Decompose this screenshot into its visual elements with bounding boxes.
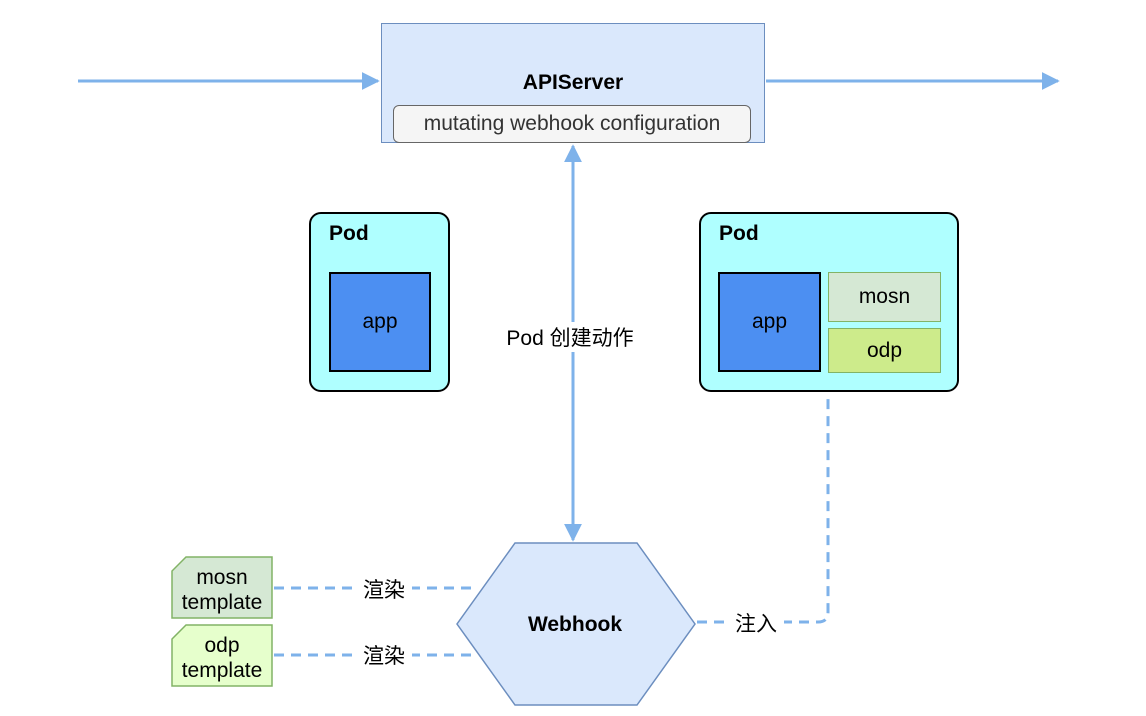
pod-right-odp-container: odp [828, 328, 941, 373]
mosn-template-line1: mosn [196, 566, 248, 589]
pod-create-action-label: Pod 创建动作 [492, 322, 648, 352]
inject-connector [697, 395, 830, 624]
pod-left-title: Pod [329, 222, 369, 245]
render-label-mosn: 渲染 [356, 575, 412, 603]
webhook-hexagon [456, 542, 696, 706]
odp-template-line1: odp [204, 634, 240, 657]
apiserver-title: APIServer [522, 71, 624, 94]
mosn-template-line2: template [181, 591, 263, 614]
pod-right-app-container: app [718, 272, 821, 372]
pod-right-mosn-container: mosn [828, 272, 941, 322]
odp-template-shape [171, 624, 273, 687]
mosn-template-label: mosn template [172, 562, 272, 618]
webhook-label: Webhook [527, 613, 623, 636]
odp-template-label: odp template [172, 630, 272, 686]
render-label-odp: 渲染 [356, 641, 412, 669]
mutating-webhook-config-label: mutating webhook configuration [393, 105, 751, 143]
odp-template-line2: template [181, 659, 263, 682]
pod-left-app-container: app [329, 272, 431, 372]
inject-label: 注入 [728, 609, 784, 637]
mosn-template-shape [171, 556, 273, 619]
pod-right-title: Pod [719, 222, 759, 245]
